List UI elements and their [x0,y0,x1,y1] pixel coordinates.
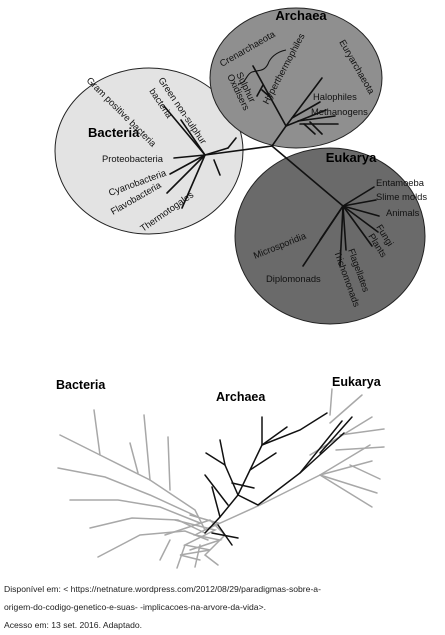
tree2-label-eukarya: Eukarya [332,375,382,389]
tree2-label-archaea: Archaea [216,390,266,404]
label-slime-molds: Slime molds [376,191,427,202]
tree-branches [163,65,380,267]
source-caption-line1: Disponível em: < https://netnature.wordp… [4,584,321,594]
title-archaea: Archaea [275,8,327,23]
unrooted-tree-diagram: Bacteria Archaea Eukarya [56,375,385,569]
label-methanogens: Methanogens [311,106,368,117]
title-bacteria: Bacteria [88,125,140,140]
bacteria-ellipse [54,67,244,235]
tree2-label-bacteria: Bacteria [56,378,106,392]
label-entamoeba: Entamoeba [376,177,425,188]
tree2-gray-branches [57,388,385,569]
source-caption-line3: Acesso em: 13 set. 2016. Adaptado. [4,620,143,630]
tree-of-life-diagram: Archaea Bacteria Eukarya Green non-sulph… [54,7,427,325]
eukarya-ellipse [234,147,426,325]
tree2-black-branches [204,412,353,546]
crenarchaeota-brace [237,49,287,85]
label-animals: Animals [386,207,420,218]
source-caption-line2: origem-do-codigo-genetico-e-suas- -impli… [4,602,266,612]
label-diplomonads: Diplomonads [266,273,321,284]
label-proteobacteria: Proteobacteria [102,153,164,164]
title-eukarya: Eukarya [326,150,377,165]
label-halophiles: Halophiles [313,91,357,102]
archaea-ellipse [209,7,383,149]
